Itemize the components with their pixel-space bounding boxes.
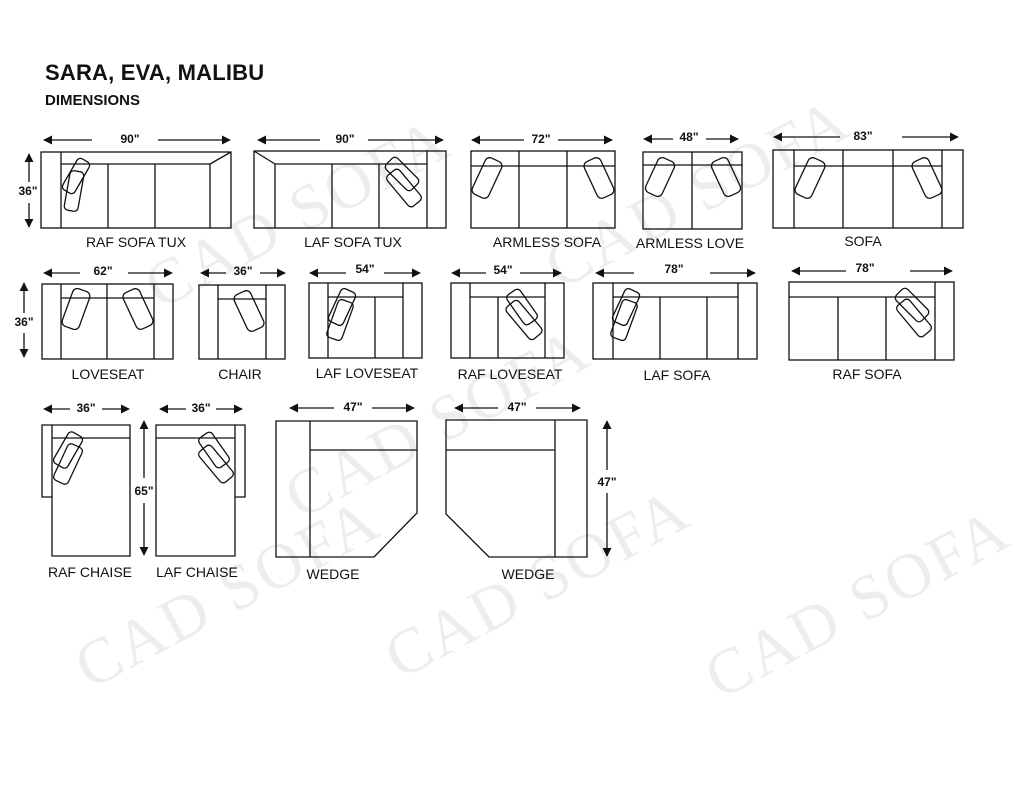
watermark-text: CAD SOFA bbox=[133, 103, 461, 322]
piece-label: CHAIR bbox=[218, 366, 262, 382]
watermark-text: CAD SOFA bbox=[693, 493, 1021, 712]
width-label: 48" bbox=[679, 130, 698, 144]
width-label: 47" bbox=[507, 400, 526, 414]
piece-wedge-2 bbox=[445, 403, 588, 558]
watermark-text: CAD SOFA bbox=[533, 83, 861, 302]
piece-raf-sofa-tux bbox=[40, 135, 232, 229]
piece-label: LOVESEAT bbox=[72, 366, 145, 382]
length-label: 65" bbox=[134, 484, 153, 498]
depth-label: 47" bbox=[597, 475, 616, 489]
page-subtitle: DIMENSIONS bbox=[45, 92, 141, 109]
piece-laf-chaise bbox=[155, 404, 246, 557]
piece-raf-sofa bbox=[788, 266, 955, 361]
piece-label: LAF LOVESEAT bbox=[316, 365, 419, 381]
piece-label: RAF SOFA bbox=[832, 366, 902, 382]
height-label: 36" bbox=[18, 184, 37, 198]
width-label: 54" bbox=[355, 262, 374, 276]
piece-label: SOFA bbox=[844, 233, 882, 249]
width-label: 78" bbox=[664, 262, 683, 276]
piece-laf-sofa bbox=[592, 268, 758, 360]
piece-armless-love bbox=[642, 134, 743, 230]
piece-label: WEDGE bbox=[307, 566, 360, 582]
width-label: 47" bbox=[343, 400, 362, 414]
piece-label: RAF LOVESEAT bbox=[458, 366, 563, 382]
piece-label: LAF SOFA bbox=[644, 367, 712, 383]
width-label: 90" bbox=[335, 132, 354, 146]
width-label: 62" bbox=[93, 264, 112, 278]
width-label: 83" bbox=[853, 129, 872, 143]
piece-label: RAF CHAISE bbox=[48, 564, 132, 580]
width-label: 36" bbox=[191, 401, 210, 415]
piece-label: RAF SOFA TUX bbox=[86, 234, 187, 250]
width-label: 36" bbox=[233, 264, 252, 278]
watermark-text: CAD SOFA bbox=[63, 483, 391, 702]
piece-chair bbox=[198, 268, 286, 360]
piece-label: ARMLESS SOFA bbox=[493, 234, 602, 250]
piece-armless-sofa bbox=[470, 135, 616, 229]
width-label: 78" bbox=[855, 261, 874, 275]
width-label: 54" bbox=[493, 263, 512, 277]
piece-raf-chaise bbox=[41, 404, 131, 557]
watermark-group: CAD SOFA CAD SOFA CAD SOFA CAD SOFA CAD … bbox=[63, 83, 1021, 712]
piece-laf-sofa-tux bbox=[253, 135, 447, 229]
watermark-text: CAD SOFA bbox=[373, 473, 701, 692]
piece-wedge-1 bbox=[275, 403, 418, 558]
page-title: SARA, EVA, MALIBU bbox=[45, 60, 265, 85]
watermark-text: CAD SOFA bbox=[273, 313, 601, 532]
piece-laf-loveseat bbox=[308, 268, 423, 359]
piece-loveseat bbox=[41, 268, 174, 360]
piece-label: LAF SOFA TUX bbox=[304, 234, 402, 250]
piece-label: LAF CHAISE bbox=[156, 564, 238, 580]
piece-raf-loveseat bbox=[450, 268, 565, 359]
width-label: 36" bbox=[76, 401, 95, 415]
width-label: 90" bbox=[120, 132, 139, 146]
height-label: 36" bbox=[14, 315, 33, 329]
width-label: 72" bbox=[531, 132, 550, 146]
piece-label: WEDGE bbox=[502, 566, 555, 582]
piece-label: ARMLESS LOVE bbox=[636, 235, 744, 251]
piece-sofa bbox=[772, 132, 964, 229]
